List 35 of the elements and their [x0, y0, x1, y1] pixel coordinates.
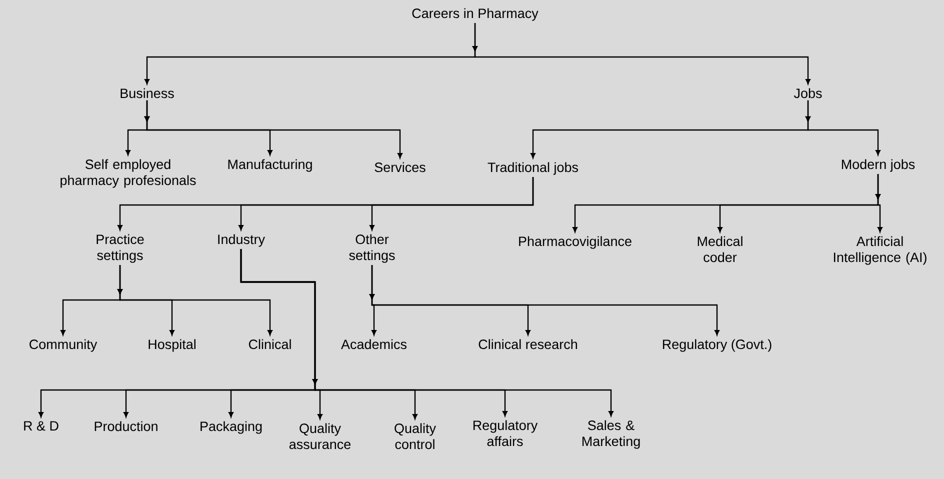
- node-label: Regulatory affairs: [473, 420, 538, 446]
- node-label: Clinical: [248, 339, 291, 350]
- node-label: Hospital: [148, 339, 196, 352]
- node-label: Sales & Marketing: [582, 420, 640, 449]
- node-label: Traditional jobs: [488, 162, 578, 175]
- node-label: Quality assurance: [289, 423, 351, 450]
- arrow: [370, 264, 720, 336]
- arrow: [370, 176, 534, 230]
- node-label: Quality control: [394, 423, 436, 450]
- node-label: Packaging: [200, 421, 262, 434]
- arrow: [240, 249, 614, 416]
- arrow: [876, 174, 882, 232]
- node-label: Community: [30, 339, 98, 352]
- arrow: [118, 264, 272, 336]
- node-label: Production: [94, 421, 158, 432]
- node-label: Self employed pharmacy profesionals: [60, 159, 196, 188]
- node-label: Medical coder: [698, 236, 742, 262]
- arrow: [806, 100, 880, 156]
- node-label: Clinical research: [478, 339, 577, 350]
- node-label: Regulatory (Govt.): [662, 339, 772, 352]
- node-label: R & D: [24, 421, 58, 431]
- node-label: Manufacturing: [228, 159, 312, 172]
- node-label: Practice settings: [96, 234, 144, 263]
- node-label: Industry: [218, 234, 265, 247]
- node-label: Business: [120, 88, 174, 98]
- node-label: Careers in Pharmacy: [412, 8, 538, 21]
- arrow: [472, 22, 810, 84]
- node-label: Modern jobs: [842, 159, 915, 172]
- node-label: Jobs: [794, 88, 822, 98]
- node-label: Services: [374, 162, 426, 172]
- node-label: Other settings: [349, 234, 395, 263]
- arrow: [144, 100, 402, 158]
- node-label: Academics: [341, 339, 407, 350]
- node-label: Artificial Intelligence (AI): [834, 236, 926, 265]
- node-label: Pharmacovigilance: [519, 236, 632, 249]
